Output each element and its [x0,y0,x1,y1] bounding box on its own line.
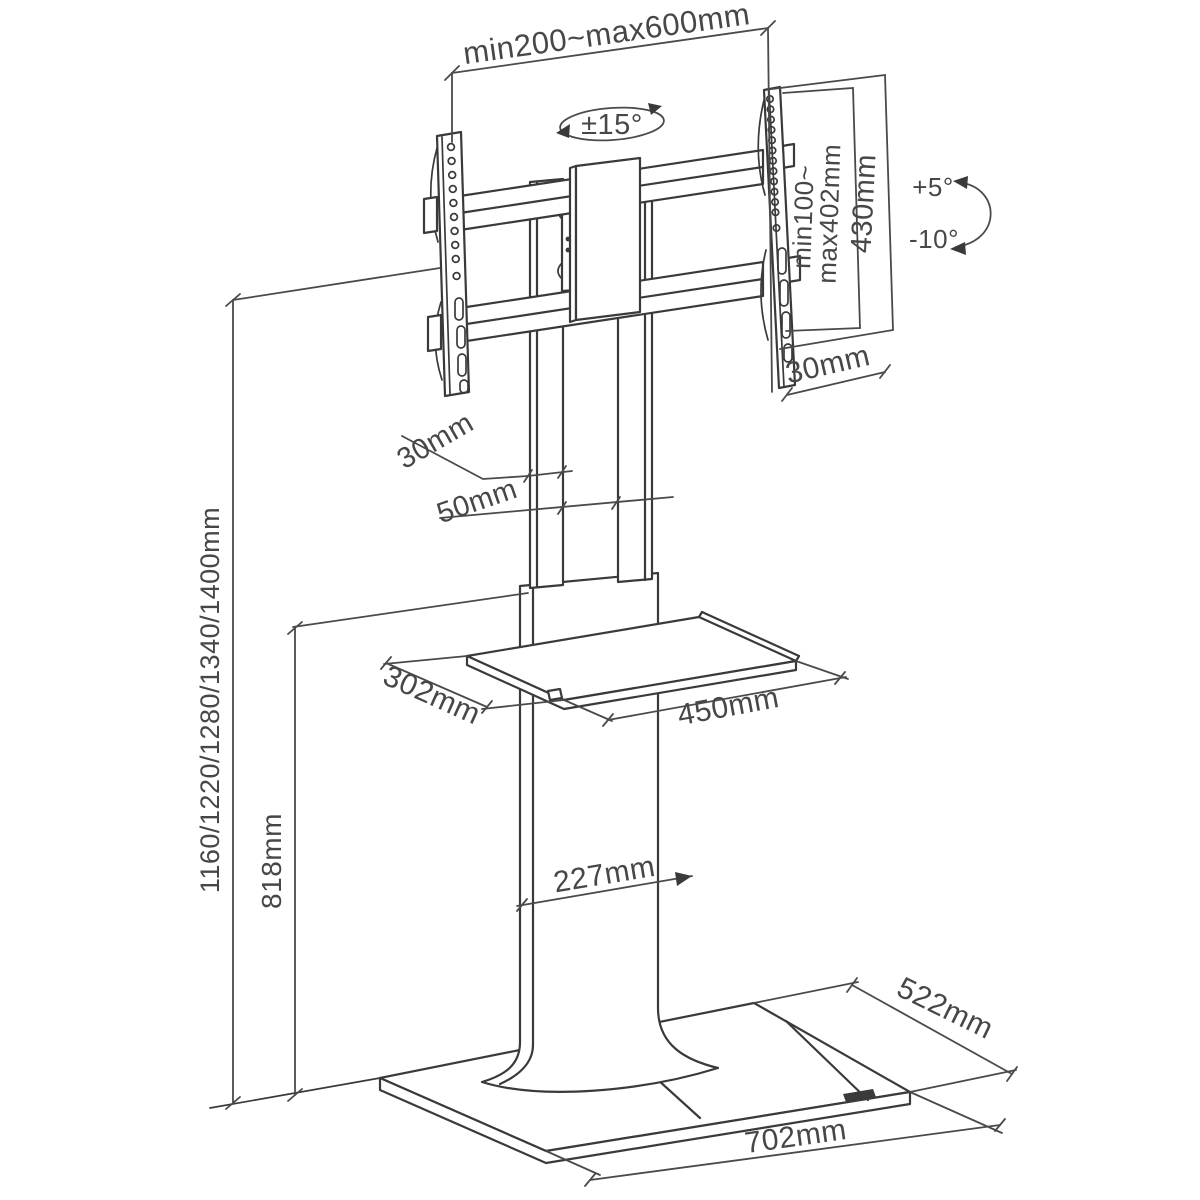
label-base-depth: 522mm [892,971,999,1046]
base-seam-right [784,1019,870,1102]
shelf-lip-end-left [697,610,704,619]
label-vesa-range-line2: max402mm [812,143,847,284]
label-bracket-height: 430mm [845,153,882,254]
label-shelf-height: 818mm [256,813,287,909]
rail-left-slots [454,297,469,394]
leader-shelf-height [292,592,529,628]
label-shelf-depth: 302mm [378,659,485,731]
dim-top-width [451,27,769,74]
label-bracket-width-range: min200~max600mm [461,0,752,71]
dimension-lines [225,20,1018,1187]
vesa-rail-left [422,130,471,398]
upper-slat-left [528,177,565,590]
dim-slat-width [527,470,573,477]
ext-base-depth-1 [753,981,859,1004]
base-foot-pad [843,1089,876,1102]
rail-left-body [435,130,471,398]
rail-left-tab-lower [426,313,443,353]
label-overall-heights: 1160/1220/1280/1340/1400mm [195,507,225,893]
column-side-edge-line [498,582,535,1086]
shelf-corner-bracket [546,687,564,702]
ext-shelf-depth-2 [481,699,565,710]
rail-right-slots [777,247,793,363]
ext-shelf-width-1 [563,699,613,722]
rail-left-flange-top [429,147,439,243]
label-slat-width: 30mm [392,407,480,476]
label-vesa-range-line1: min100~ [786,164,820,269]
ext-base-width-1 [545,1150,601,1176]
ext-base-depth-2 [909,1069,1017,1093]
label-swivel-angle: ±15° [581,109,643,141]
label-tilt-down: -10° [909,224,959,254]
shelf-back-lip [700,610,801,658]
label-slat-gap: 50mm [433,473,521,530]
rail-right-flange-top [757,99,766,196]
bracket-vesa-range [782,87,861,332]
dim-slat-gap [439,496,674,519]
dim-shelf-width [607,676,847,721]
hook-lower [557,262,563,280]
dim-base-depth [851,984,1013,1075]
leader-height-top [232,267,441,301]
rail-right-flange-bottom [760,249,769,341]
ext-shelf-width-2 [795,660,849,680]
swivel-arrow [556,103,665,142]
bracket-430 [771,73,894,350]
tilt-arrow [950,176,992,255]
dim-column-width [516,875,693,907]
ext-top-right [767,27,773,393]
dim-base-width [589,1124,1001,1181]
shelf-lip-end-right [794,654,801,663]
center-mount-plate [568,156,642,324]
dim-shelf-depth [385,662,488,708]
vesa-rail-right [757,85,802,390]
rail-left-holes [446,142,461,281]
leader-slat-width [401,435,529,480]
dim-bracket-depth [786,371,886,396]
center-plate-front [574,156,642,322]
rail-left-fold-line [441,136,451,395]
ext-shelf-depth-1 [383,655,468,665]
rail-right-fold-line [768,88,785,388]
rail-left-tab-upper [422,195,439,235]
label-tilt-up: +5° [912,172,954,202]
